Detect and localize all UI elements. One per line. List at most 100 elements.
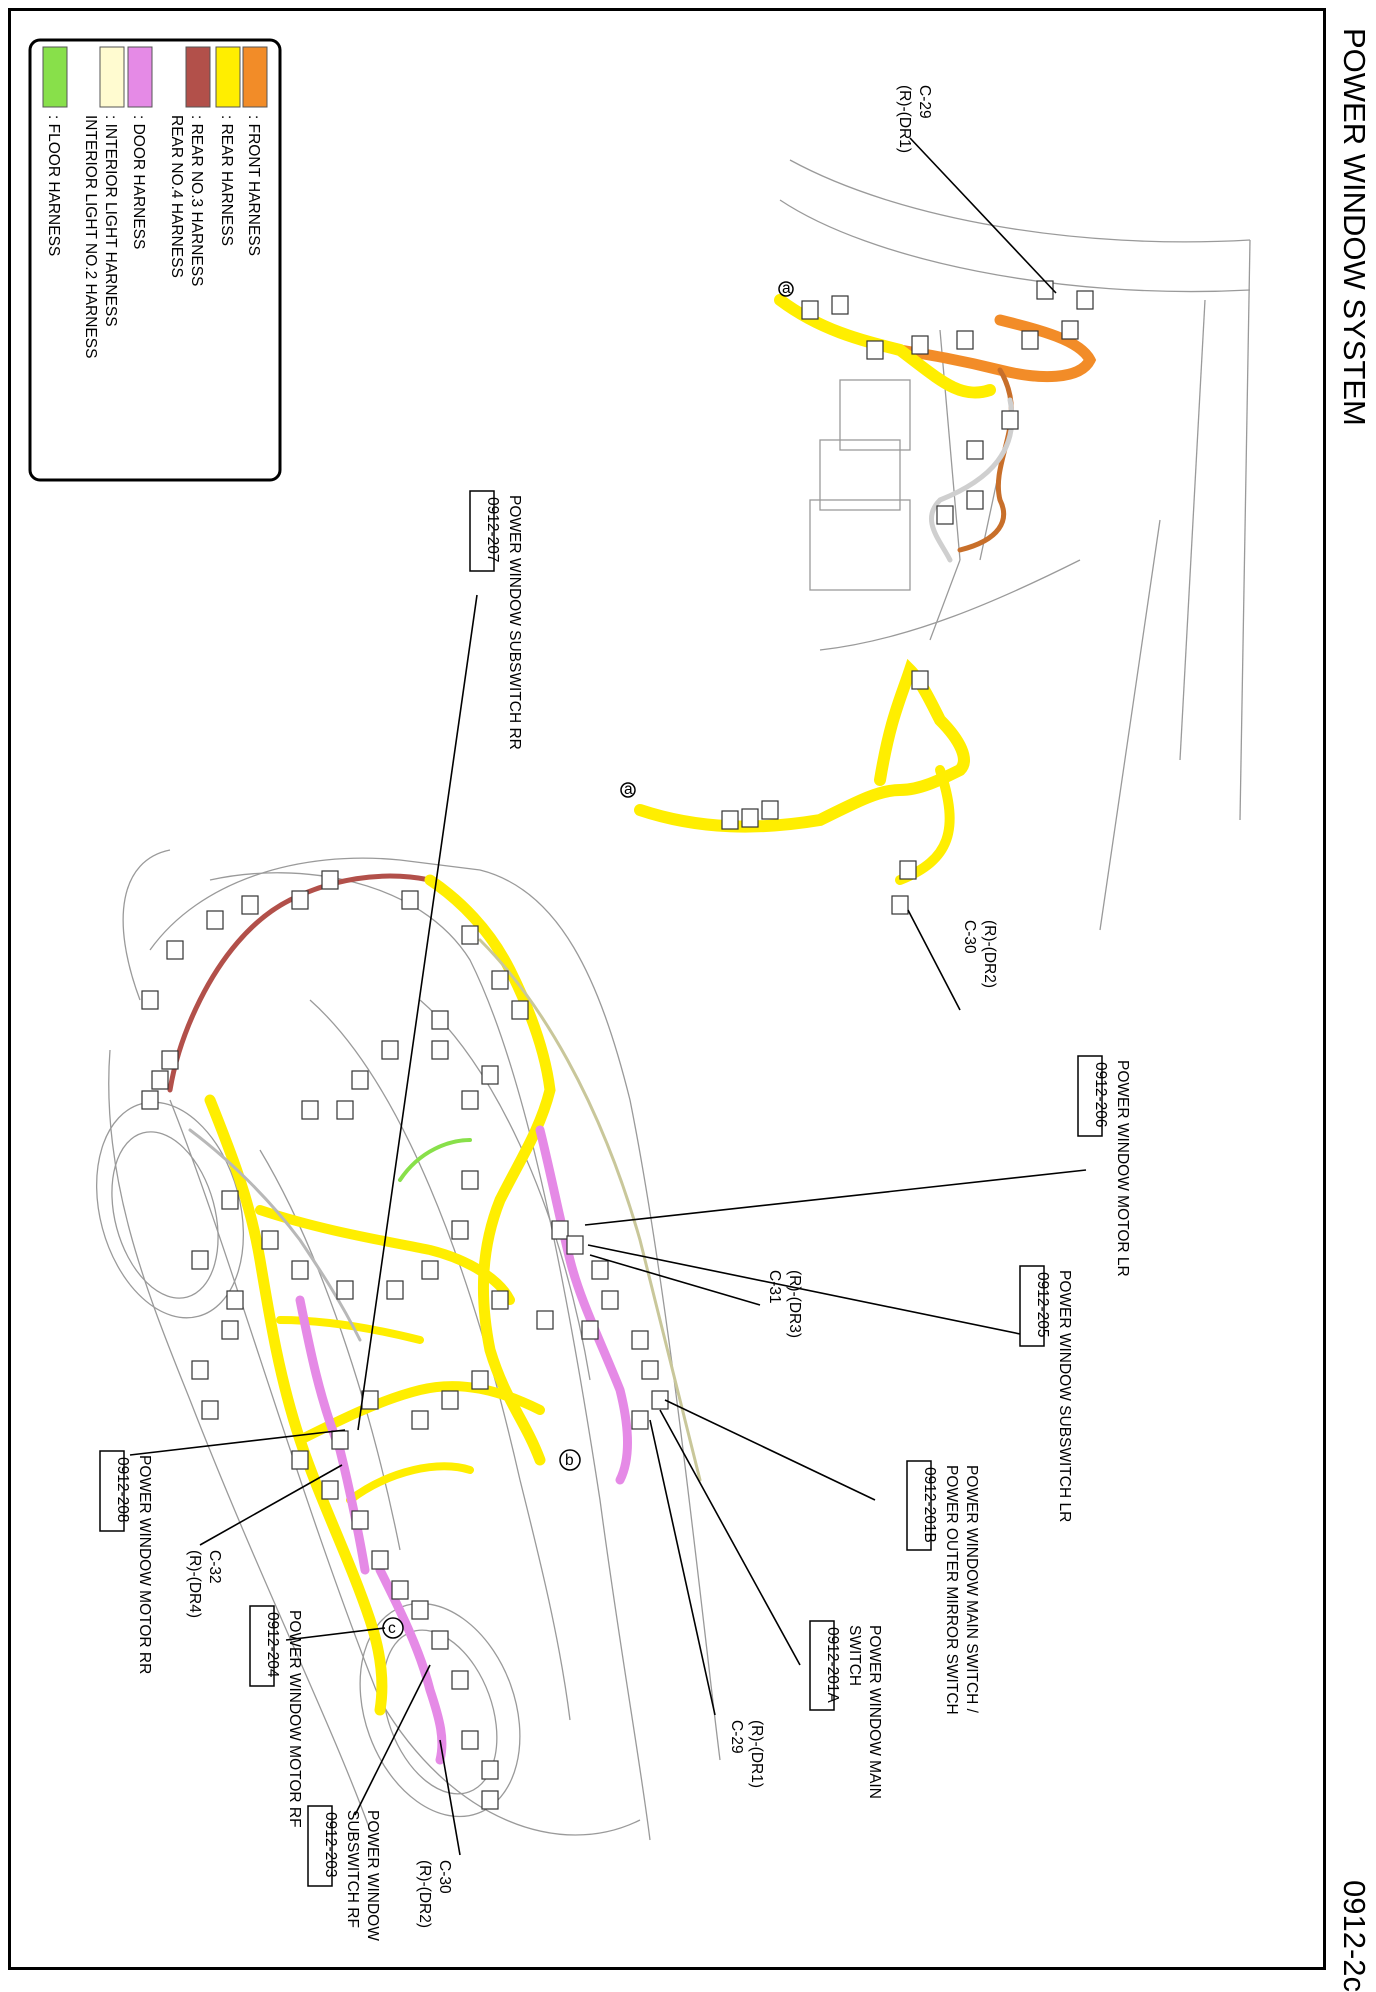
callout-sub-lr: POWER WINDOW SUBSWITCH LR 0912-205	[1019, 1265, 1073, 1522]
connector	[581, 1320, 599, 1340]
callout-label: (R)-(DR1)	[748, 1720, 765, 1788]
callout-code-box	[307, 1805, 333, 1887]
connector	[866, 340, 884, 360]
callout-label: (R)-(DR2)	[416, 1860, 433, 1928]
callout-label: POWER WINDOW SUBSWITCH LR	[1056, 1270, 1073, 1522]
legend-item: : REAR NO.3 HARNESS REAR NO.4 HARNESS	[168, 46, 211, 286]
callout-label: POWER OUTER MIRROR SWITCH	[943, 1465, 960, 1715]
connector	[551, 1220, 569, 1240]
legend-swatch	[242, 46, 268, 108]
connector	[536, 1310, 554, 1330]
connector	[301, 1100, 319, 1120]
legend: : FRONT HARNESS: REAR HARNESS: REAR NO.3…	[28, 38, 282, 482]
connector	[1061, 320, 1079, 340]
connector	[226, 1290, 244, 1310]
legend-item: : DOOR HARNESS	[127, 46, 153, 249]
callout-code: 0912-204	[264, 1612, 281, 1678]
connector	[221, 1190, 239, 1210]
connector	[431, 1040, 449, 1060]
connector	[291, 890, 309, 910]
connector	[336, 1100, 354, 1120]
car-body-outline	[95, 849, 721, 1841]
connector	[591, 1260, 609, 1280]
callout-c29-bottom: (R)-(DR1)C-29	[728, 1720, 765, 1788]
connector	[371, 1550, 389, 1570]
connector	[481, 1065, 499, 1085]
interior-harness-floor	[188, 1128, 362, 1342]
connector	[631, 1330, 649, 1350]
connector	[461, 1090, 479, 1110]
callout-label: C-29	[916, 85, 933, 119]
connector	[411, 1410, 429, 1430]
callout-label: (R)-(DR2)	[981, 920, 998, 988]
connector	[141, 990, 159, 1010]
connector	[351, 1510, 369, 1530]
legend-item: : FRONT HARNESS	[242, 46, 268, 256]
callout-code-box	[249, 1605, 275, 1687]
interior-harness-top	[928, 397, 1015, 563]
connector	[1001, 410, 1019, 430]
connector-layer	[141, 280, 1094, 1810]
connector	[936, 505, 954, 525]
callout-label: C-30	[961, 920, 978, 954]
connector	[291, 1260, 309, 1280]
callout-code: 0912-201A	[824, 1627, 841, 1704]
ground-mark-c: c	[382, 1617, 404, 1639]
floor-harness	[398, 1138, 472, 1182]
callout-label: POWER WINDOW MOTOR LR	[1114, 1060, 1131, 1277]
callout-code-box	[906, 1460, 932, 1551]
page-frame	[8, 8, 1326, 1970]
door-harness-rr	[295, 1295, 370, 1575]
callout-label: (R)-(DR4)	[186, 1550, 203, 1618]
connector	[651, 1390, 669, 1410]
connector	[206, 910, 224, 930]
callout-label: POWER WINDOW	[364, 1810, 381, 1941]
ground-mark-c-label: c	[388, 1620, 396, 1637]
door-harness-lr	[535, 1125, 632, 1485]
callout-label: POWER WINDOW SUBSWITCH RR	[506, 495, 523, 750]
callout-code: 0912-205	[1034, 1272, 1051, 1338]
callout-label: C-31	[766, 1270, 783, 1304]
connector	[1036, 280, 1054, 300]
legend-swatch	[127, 46, 153, 108]
connector	[566, 1235, 584, 1255]
connector	[421, 1260, 439, 1280]
callout-code: 0912-201B	[921, 1467, 938, 1543]
connector	[911, 335, 929, 355]
connector	[261, 1230, 279, 1250]
connector	[336, 1280, 354, 1300]
callout-code-box	[469, 490, 495, 572]
callout-code: 0912-206	[1092, 1062, 1109, 1128]
connector	[631, 1410, 649, 1430]
legend-label: : DOOR HARNESS	[130, 115, 147, 249]
callout-code-box	[1077, 1055, 1103, 1137]
connector	[451, 1220, 469, 1240]
connector	[721, 810, 739, 830]
connector	[451, 1670, 469, 1690]
rear-harness-cross	[255, 1205, 545, 1445]
connector	[1076, 290, 1094, 310]
legend-label: INTERIOR LIGHT NO.2 HARNESS	[82, 115, 99, 358]
callout-label: SWITCH	[846, 1625, 863, 1686]
legend-item: : FLOOR HARNESS	[42, 46, 68, 256]
connector	[481, 1760, 499, 1780]
connector	[201, 1400, 219, 1420]
connector	[956, 330, 974, 350]
rear-harness-left	[204, 1094, 388, 1716]
legend-label: : FLOOR HARNESS	[45, 115, 62, 256]
callout-label: POWER WINDOW MOTOR RR	[136, 1455, 153, 1674]
callout-c29-top: C-29(R)-(DR1)	[896, 85, 933, 153]
connector	[761, 800, 779, 820]
harness-layer	[167, 294, 1097, 1765]
legend-swatch	[185, 46, 211, 108]
legend-item: : REAR HARNESS	[215, 46, 241, 246]
ground-mark-b-label: b	[565, 1452, 574, 1469]
connector	[899, 860, 917, 880]
legend-label: REAR NO.4 HARNESS	[168, 115, 185, 278]
